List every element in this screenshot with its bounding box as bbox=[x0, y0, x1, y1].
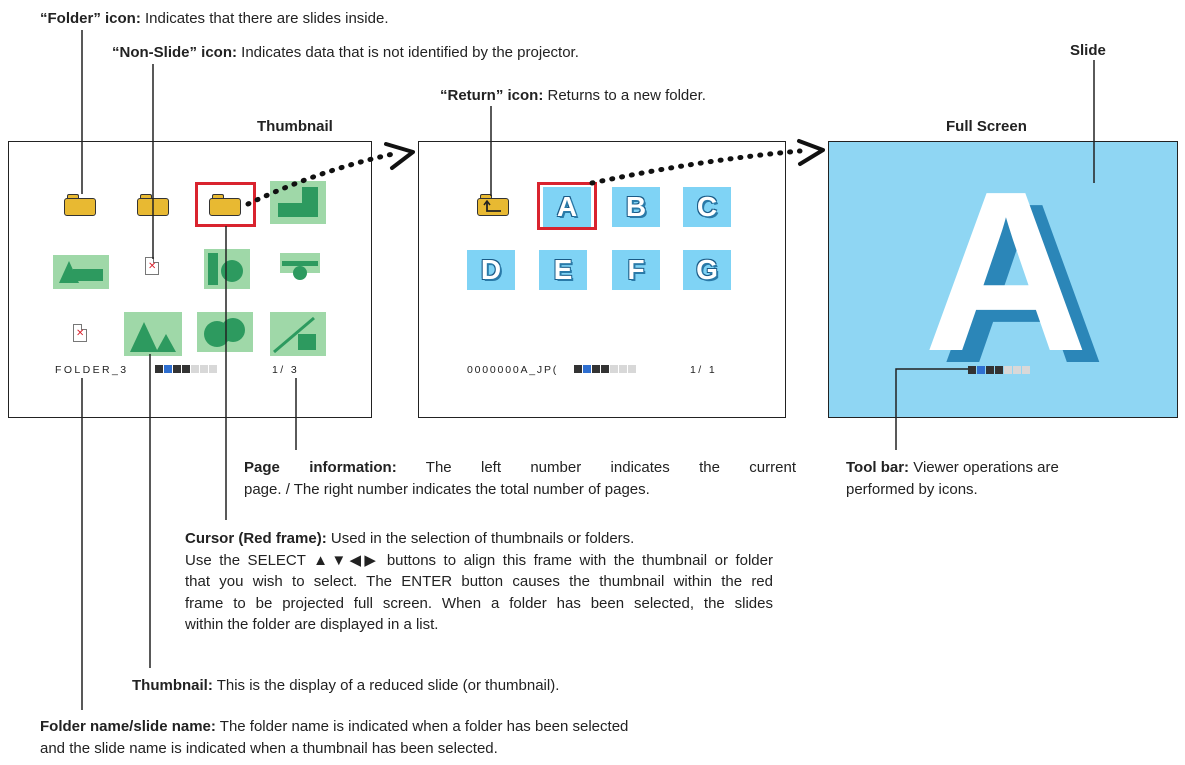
fullscreen-slide-letter: A A bbox=[924, 180, 1106, 370]
slide-thumbnail[interactable] bbox=[197, 312, 253, 352]
return-icon-annotation: “Return” icon: Returns to a new folder. bbox=[440, 87, 706, 104]
play-icon[interactable] bbox=[977, 366, 985, 374]
cursor-annotation: Cursor (Red frame): Used in the selectio… bbox=[185, 530, 773, 633]
slide-thumbnail[interactable] bbox=[280, 253, 320, 280]
list-icon[interactable] bbox=[601, 365, 609, 373]
list-icon[interactable] bbox=[182, 365, 190, 373]
thumbnail-annotation: Thumbnail: This is the display of a redu… bbox=[132, 677, 560, 694]
fullscreen-panel-title: Full Screen bbox=[946, 118, 1027, 135]
cursor-red-frame[interactable] bbox=[195, 182, 256, 227]
slide-thumbnail[interactable] bbox=[124, 312, 182, 356]
thumbnail-shape-icon bbox=[278, 187, 318, 217]
slide-name-label: 0000000A_JP( bbox=[467, 364, 559, 376]
folder-icon-selected[interactable] bbox=[209, 192, 241, 216]
slide-thumbnail-f[interactable]: F bbox=[612, 250, 660, 290]
auto-icon[interactable] bbox=[619, 365, 627, 373]
folder-icon-annotation: “Folder” icon: Indicates that there are … bbox=[40, 10, 389, 27]
svg-text:A: A bbox=[924, 180, 1089, 370]
next-icon[interactable] bbox=[173, 365, 181, 373]
toolbar bbox=[155, 365, 217, 373]
folder-name-annotation: Folder name/slide name: The folder name … bbox=[40, 718, 629, 757]
non-slide-icon[interactable]: ✕ bbox=[145, 257, 159, 275]
page-info-annotation: Page information: The left number indica… bbox=[244, 459, 796, 498]
non-slide-icon[interactable]: ✕ bbox=[73, 324, 87, 342]
list-icon[interactable] bbox=[995, 366, 1003, 374]
slide-thumbnail-g[interactable]: G bbox=[683, 250, 731, 290]
play-icon[interactable] bbox=[583, 365, 591, 373]
next-icon[interactable] bbox=[592, 365, 600, 373]
auto-icon[interactable] bbox=[1013, 366, 1021, 374]
thumbnail-shape-icon bbox=[59, 261, 103, 283]
auto-icon[interactable] bbox=[200, 365, 208, 373]
nonslide-icon-annotation: “Non-Slide” icon: Indicates data that is… bbox=[112, 44, 579, 61]
page-info-label: 1/ 3 bbox=[272, 364, 300, 376]
svg-text:A: A bbox=[941, 180, 1106, 370]
slide-annotation: Slide bbox=[1070, 42, 1106, 59]
rotate-icon[interactable] bbox=[191, 365, 199, 373]
folder-icon[interactable] bbox=[64, 192, 96, 216]
slide-thumbnail-b[interactable]: B bbox=[612, 187, 660, 227]
prev-icon[interactable] bbox=[155, 365, 163, 373]
slide-thumbnail-c[interactable]: C bbox=[683, 187, 731, 227]
prev-icon[interactable] bbox=[574, 365, 582, 373]
slide-thumbnail-e[interactable]: E bbox=[539, 250, 587, 290]
toolbar bbox=[574, 365, 636, 373]
play-icon[interactable] bbox=[164, 365, 172, 373]
toolbar bbox=[968, 366, 1030, 374]
thumbnail-shape-icon bbox=[130, 322, 176, 352]
slide-thumbnail[interactable] bbox=[270, 181, 326, 224]
rotate-icon[interactable] bbox=[610, 365, 618, 373]
return-arrow-icon bbox=[483, 200, 501, 212]
fullscreen-panel bbox=[828, 141, 1178, 418]
exit-icon[interactable] bbox=[628, 365, 636, 373]
toolbar-annotation: Tool bar: Viewer operations are performe… bbox=[846, 459, 1059, 498]
rotate-icon[interactable] bbox=[1004, 366, 1012, 374]
thumbnail-shape-icon bbox=[273, 316, 316, 354]
thumbnail-shape-icon bbox=[282, 261, 318, 280]
thumbnail-panel-title: Thumbnail bbox=[257, 118, 333, 135]
folder-name-label: FOLDER_3 bbox=[55, 364, 129, 376]
slide-thumbnail[interactable] bbox=[270, 312, 326, 356]
prev-icon[interactable] bbox=[968, 366, 976, 374]
slide-thumbnail-d[interactable]: D bbox=[467, 250, 515, 290]
exit-icon[interactable] bbox=[1022, 366, 1030, 374]
exit-icon[interactable] bbox=[209, 365, 217, 373]
page-info-label: 1/ 1 bbox=[690, 364, 718, 376]
return-icon[interactable] bbox=[477, 192, 509, 216]
slide-thumbnail-a[interactable]: A bbox=[543, 187, 591, 227]
slide-thumbnail[interactable] bbox=[53, 255, 109, 289]
cursor-red-frame[interactable] bbox=[537, 182, 597, 230]
thumbnail-shape-icon bbox=[204, 318, 245, 347]
next-icon[interactable] bbox=[986, 366, 994, 374]
